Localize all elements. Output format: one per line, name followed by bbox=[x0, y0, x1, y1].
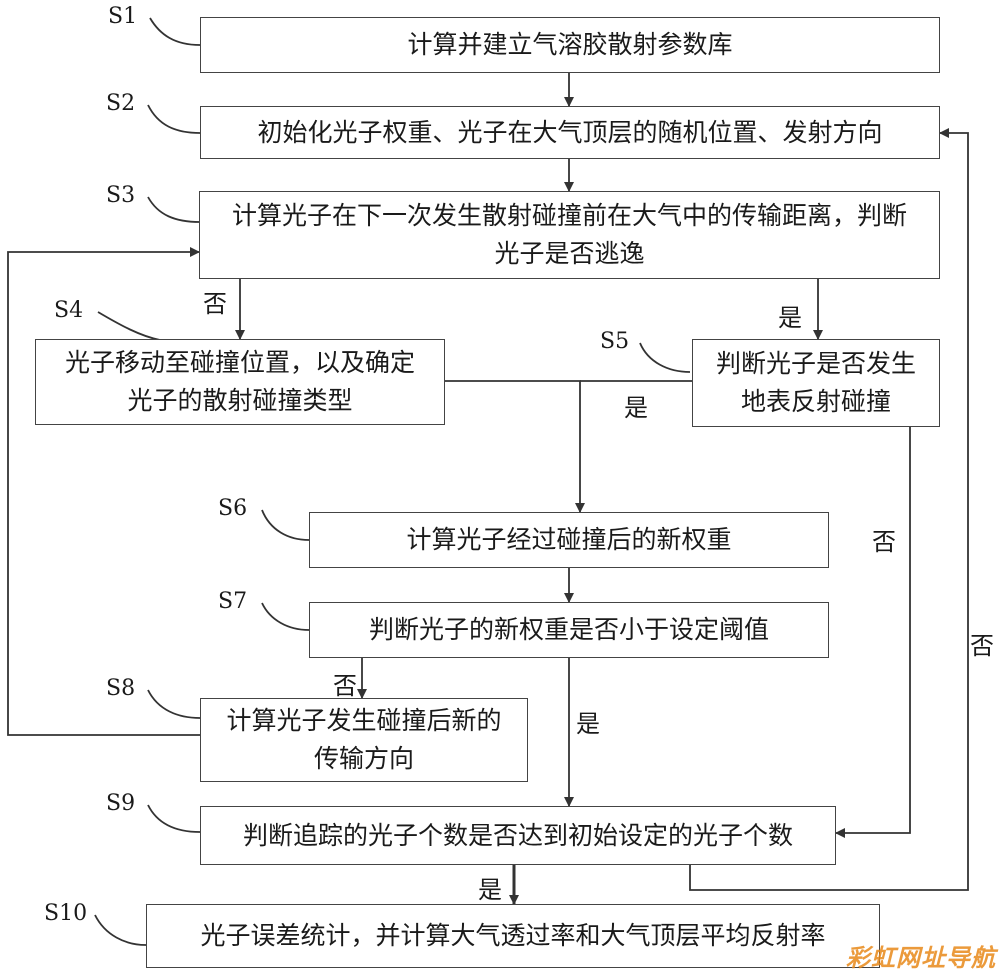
step-box-s4: 光子移动至碰撞位置，以及确定 光子的散射碰撞类型 bbox=[35, 339, 445, 425]
step-box-s9: 判断追踪的光子个数是否达到初始设定的光子个数 bbox=[200, 806, 836, 865]
step-box-s5: 判断光子是否发生 地表反射碰撞 bbox=[692, 339, 940, 427]
step-text-s8-line1: 计算光子发生碰撞后新的 bbox=[226, 706, 502, 735]
s10-leader bbox=[94, 914, 147, 946]
edge-label-s3-no: 否 bbox=[203, 290, 227, 318]
step-text-s7: 判断光子的新权重是否小于设定阈值 bbox=[368, 615, 769, 644]
step-text-s3-line2: 光子是否逃逸 bbox=[494, 239, 645, 268]
edge-s4-s6 bbox=[445, 380, 585, 513]
s8-leader bbox=[147, 689, 201, 719]
step-text-s10: 光子误差统计，并计算大气透过率和大气顶层平均反射率 bbox=[200, 921, 826, 950]
step-text-s8-line2: 传输方向 bbox=[313, 744, 414, 773]
step-label-s8: S8 bbox=[106, 676, 136, 701]
step-box-s10: 光子误差统计，并计算大气透过率和大气顶层平均反射率 bbox=[146, 904, 880, 968]
s7-leader bbox=[261, 602, 310, 631]
step-label-s7: S7 bbox=[218, 589, 248, 614]
edge-label-s7-no: 否 bbox=[333, 672, 357, 700]
s5-leader bbox=[639, 342, 691, 373]
step-box-s2: 初始化光子权重、光子在大气顶层的随机位置、发射方向 bbox=[200, 106, 940, 159]
edge-s8-s3 bbox=[7, 247, 200, 736]
step-label-s5: S5 bbox=[600, 329, 630, 354]
edge-label-s9-no: 否 bbox=[970, 632, 994, 660]
step-box-s7: 判断光子的新权重是否小于设定阈值 bbox=[309, 602, 829, 658]
step-box-s3: 计算光子在下一次发生散射碰撞前在大气中的传输距离，判断 光子是否逃逸 bbox=[199, 191, 940, 279]
step-text-s1: 计算并建立气溶胶散射参数库 bbox=[407, 30, 733, 59]
s1-leader bbox=[149, 17, 201, 46]
step-label-s10: S10 bbox=[44, 901, 88, 926]
step-text-s4-line2: 光子的散射碰撞类型 bbox=[127, 386, 353, 415]
edge-s9-s2 bbox=[689, 128, 969, 891]
step-label-s1: S1 bbox=[108, 4, 138, 29]
s3-leader bbox=[147, 196, 201, 223]
step-label-s6: S6 bbox=[218, 496, 248, 521]
step-text-s5-line1: 判断光子是否发生 bbox=[715, 349, 916, 378]
s2-leader bbox=[147, 104, 201, 134]
step-text-s4-line1: 光子移动至碰撞位置，以及确定 bbox=[64, 348, 415, 377]
step-label-s3: S3 bbox=[106, 183, 136, 208]
step-label-s2: S2 bbox=[106, 91, 136, 116]
step-text-s6: 计算光子经过碰撞后的新权重 bbox=[406, 525, 732, 554]
step-label-s9: S9 bbox=[106, 791, 136, 816]
edge-label-s3-yes: 是 bbox=[778, 304, 802, 332]
edge-label-s7-yes: 是 bbox=[576, 710, 600, 738]
s4-leader bbox=[97, 311, 161, 341]
s6-leader bbox=[261, 509, 310, 541]
step-box-s8: 计算光子发生碰撞后新的 传输方向 bbox=[200, 698, 528, 782]
edge-label-s5-yes: 是 bbox=[624, 394, 648, 422]
step-label-s4: S4 bbox=[54, 298, 84, 323]
step-text-s5-line2: 地表反射碰撞 bbox=[740, 387, 891, 416]
edge-label-s5-no: 否 bbox=[872, 528, 896, 556]
s9-leader bbox=[147, 804, 201, 833]
step-text-s3-line1: 计算光子在下一次发生散射碰撞前在大气中的传输距离，判断 bbox=[231, 201, 907, 230]
edge-label-s9-yes: 是 bbox=[478, 876, 502, 904]
step-box-s6: 计算光子经过碰撞后的新权重 bbox=[309, 512, 829, 568]
watermark-logo: 彩虹网址导航 bbox=[846, 944, 996, 972]
step-text-s9: 判断追踪的光子个数是否达到初始设定的光子个数 bbox=[242, 820, 793, 850]
step-text-s2: 初始化光子权重、光子在大气顶层的随机位置、发射方向 bbox=[257, 117, 883, 147]
step-box-s1: 计算并建立气溶胶散射参数库 bbox=[200, 17, 940, 73]
edge-s5-s9 bbox=[835, 427, 911, 838]
